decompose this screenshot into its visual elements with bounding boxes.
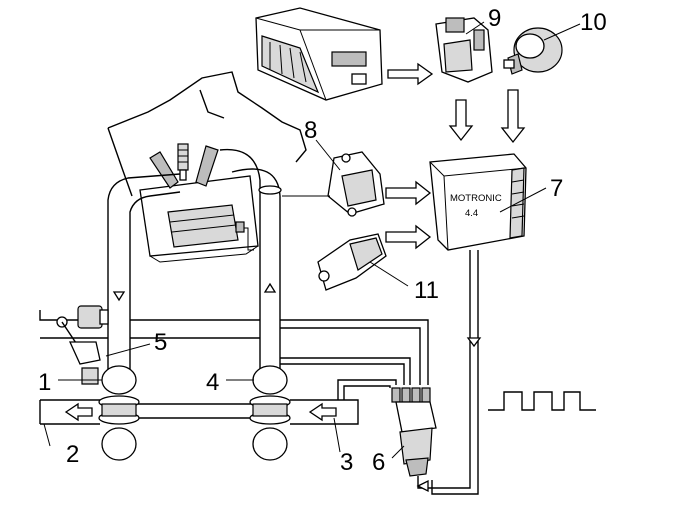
square-wave-signal [488, 391, 596, 411]
callout-3: 3 [340, 449, 353, 476]
callout-7: 7 [550, 175, 563, 202]
flow-arrows [385, 62, 526, 250]
callout-4: 4 [206, 369, 219, 396]
callout-5: 5 [154, 329, 167, 356]
callout-8: 8 [304, 117, 317, 144]
sensor-11 [317, 233, 387, 291]
ecu-brand-label: MOTRONIC [450, 193, 502, 204]
ecu-7: MOTRONIC 4.4 [429, 153, 527, 251]
air-filter-housing [255, 7, 383, 101]
pressure-sensor-6 [391, 387, 437, 477]
callout-6: 6 [372, 449, 385, 476]
exhaust-pipe [219, 148, 282, 380]
sensor-8 [282, 151, 385, 217]
signal-line-6 [417, 250, 471, 489]
sensor-10 [503, 27, 563, 75]
ecu-version-label: 4.4 [465, 208, 478, 219]
callout-10: 10 [580, 9, 607, 36]
engine-block [107, 71, 307, 263]
callout-2: 2 [66, 441, 79, 468]
callout-9: 9 [488, 5, 501, 32]
callout-1: 1 [38, 369, 51, 396]
callout-11: 11 [414, 277, 439, 304]
intake-pipe [107, 173, 181, 380]
air-mass-meter-9 [435, 17, 493, 83]
bypass-manifold [39, 310, 429, 461]
actuator-5 [56, 305, 109, 385]
leader-lines [43, 21, 581, 459]
